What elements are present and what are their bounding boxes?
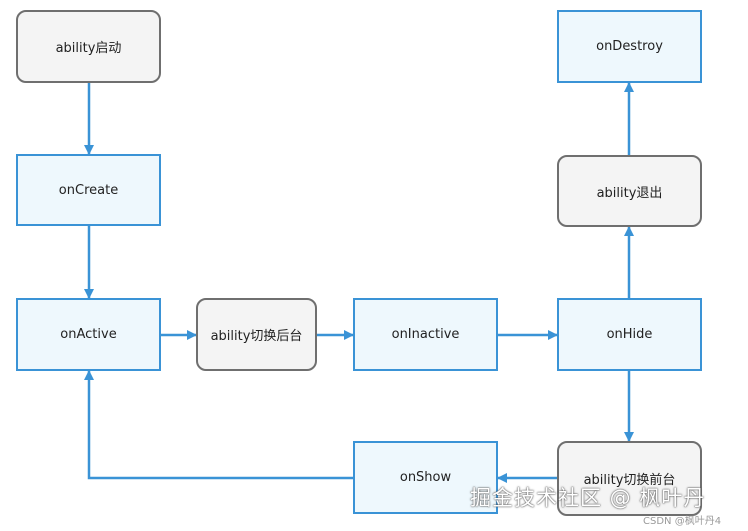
node-ability-start: ability启动 xyxy=(16,10,161,83)
node-ability-to-background: ability切换后台 xyxy=(196,298,317,371)
node-ability-exit: ability退出 xyxy=(557,155,702,227)
watermark-subtext: CSDN @枫叶丹4 xyxy=(643,516,722,527)
node-on-active: onActive xyxy=(16,298,161,371)
node-on-hide: onHide xyxy=(557,298,702,371)
edge-on-show-to-on-active xyxy=(84,370,353,480)
node-on-create: onCreate xyxy=(16,154,161,226)
watermark-text: 掘金技术社区 @ 枫叶丹 xyxy=(470,486,706,510)
node-on-show: onShow xyxy=(353,441,498,514)
node-on-inactive: onInactive xyxy=(353,298,498,371)
node-ability-to-foreground: ability切换前台 xyxy=(557,441,702,516)
node-on-destroy: onDestroy xyxy=(557,10,702,83)
